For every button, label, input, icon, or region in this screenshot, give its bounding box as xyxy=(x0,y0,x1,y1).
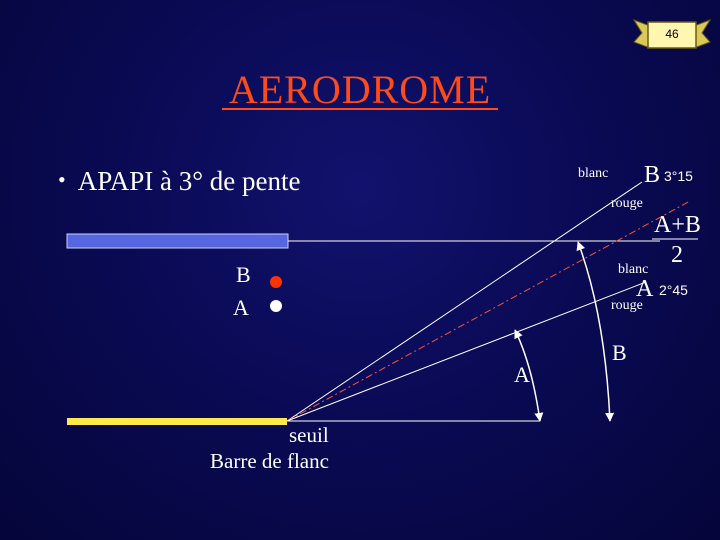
light-bar xyxy=(66,233,289,249)
upper-blanc-label: blanc xyxy=(578,166,609,181)
seuil-label: seuil xyxy=(289,423,329,447)
arc-b-label: B xyxy=(612,340,627,365)
upper-light-letter: B xyxy=(644,162,661,188)
lower-blanc-label: blanc xyxy=(618,262,649,277)
slide-title: AERODROME xyxy=(228,67,492,112)
arc-a-label: A xyxy=(514,362,530,387)
white-light-icon xyxy=(270,300,282,312)
angle-arc-b xyxy=(576,241,615,422)
box-light-letter-a: A xyxy=(233,295,249,320)
page-number: 46 xyxy=(665,27,679,41)
average-numerator: A+B xyxy=(654,212,701,238)
upper-angle-label: 3°15 xyxy=(664,168,693,184)
lower-rouge-label: rouge xyxy=(611,298,643,313)
beam-average xyxy=(286,200,691,422)
scroll-banner-icon xyxy=(632,19,712,49)
average-denominator: 2 xyxy=(671,242,683,268)
page-number-badge: 46 xyxy=(630,12,714,54)
bullet-item: • APAPI à 3° de pente xyxy=(58,166,300,197)
angle-arc-a xyxy=(514,329,544,422)
box-light-letter-b: B xyxy=(236,262,251,287)
lower-light-letter: A xyxy=(636,276,654,302)
barre-de-flanc-label: Barre de flanc xyxy=(210,449,329,473)
beam-a-lower xyxy=(286,281,647,422)
red-light-icon xyxy=(270,276,282,288)
bullet-text: APAPI à 3° de pente xyxy=(77,166,301,196)
lower-angle-label: 2°45 xyxy=(659,282,688,298)
bullet-dot-icon: • xyxy=(58,167,66,192)
runway-strip xyxy=(67,418,287,425)
beam-b-upper xyxy=(286,181,643,422)
upper-rouge-label: rouge xyxy=(611,196,643,211)
